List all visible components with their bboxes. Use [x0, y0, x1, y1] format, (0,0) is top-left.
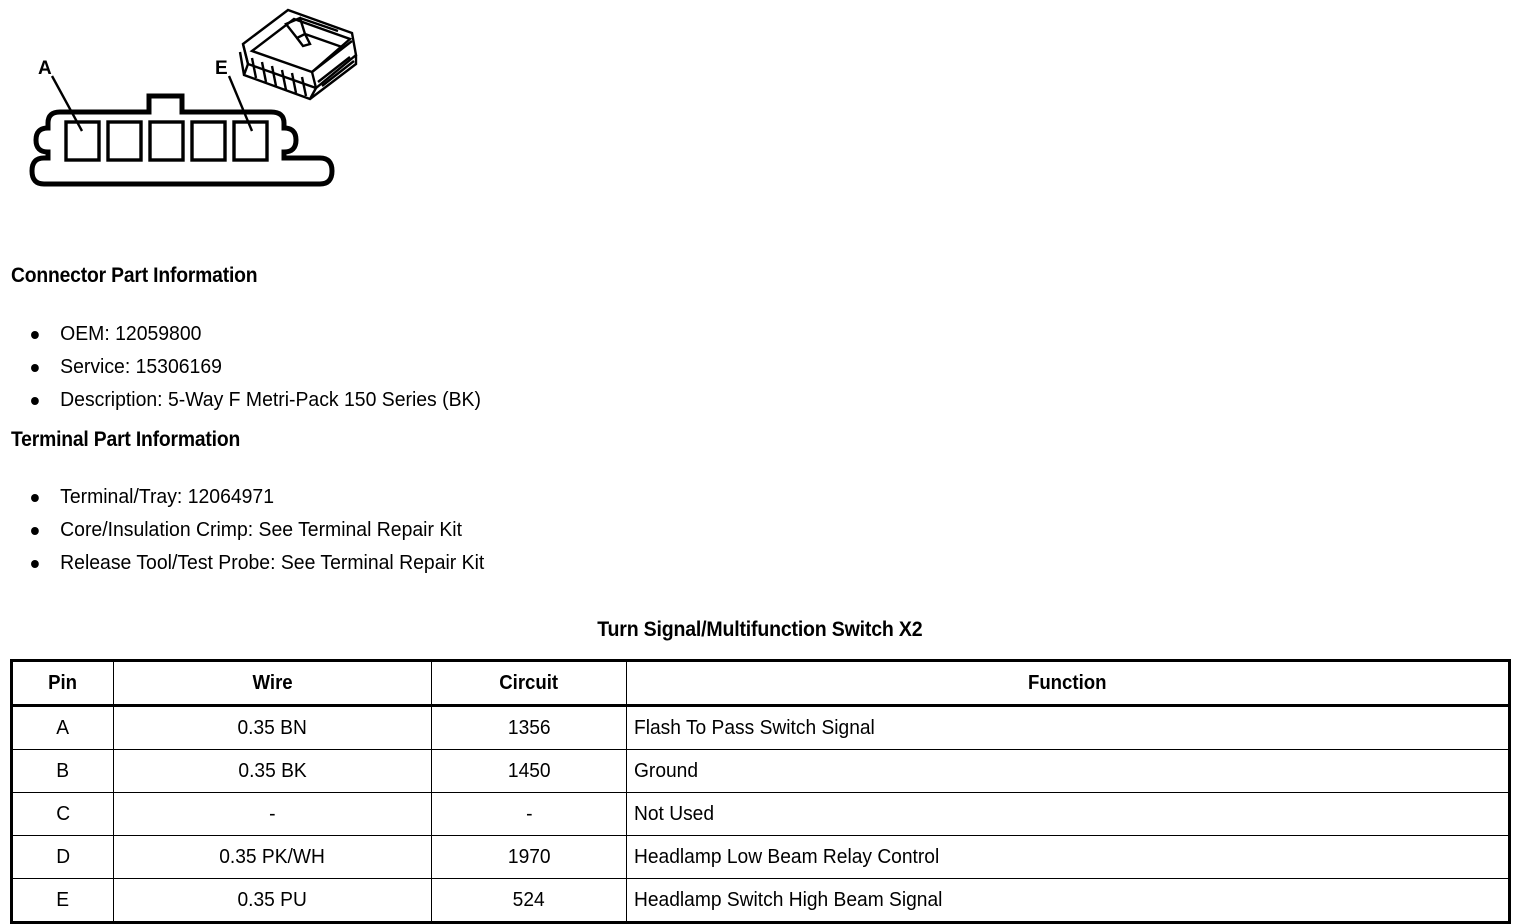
column-header-circuit-label: Circuit [499, 671, 559, 694]
column-header-function: Function [626, 660, 1510, 707]
callout-label-a: A [38, 58, 52, 79]
terminal-part-information-list: Terminal/Tray: 12064971 Core/Insulation … [0, 481, 499, 580]
isometric-connector-icon [238, 8, 358, 101]
pinout-table-title: Turn Signal/Multifunction Switch X2 [0, 618, 1520, 642]
cell-wire: 0.35 BN [113, 705, 432, 750]
list-item: Release Tool/Test Probe: See Terminal Re… [0, 547, 484, 580]
pinout-table-container: Pin Wire Circuit Function A 0.35 BN 1356… [10, 659, 1511, 924]
cell-wire: - [113, 792, 432, 836]
table-row: B 0.35 BK 1450 Ground [11, 749, 1510, 793]
column-header-function-label: Function [1028, 671, 1107, 694]
cell-circuit: 1450 [431, 749, 627, 793]
cell-pin: B [11, 749, 114, 793]
cell-pin: E [11, 878, 114, 923]
cell-circuit: 1356 [431, 705, 627, 750]
list-item: Service: 15306169 [0, 351, 481, 384]
bullet-icon [31, 560, 39, 568]
list-item: OEM: 12059800 [0, 318, 481, 351]
list-item-text: Description: 5-Way F Metri-Pack 150 Seri… [60, 389, 481, 411]
column-header-pin: Pin [11, 660, 114, 707]
connector-illustration: A E [0, 0, 400, 215]
pinout-table: Pin Wire Circuit Function A 0.35 BN 1356… [10, 659, 1511, 924]
column-header-pin-label: Pin [48, 671, 78, 694]
cavity-squares [64, 120, 269, 162]
cell-pin: D [11, 835, 114, 879]
list-item-text: OEM: 12059800 [60, 323, 202, 345]
cell-pin: A [11, 705, 114, 750]
column-header-wire-label: Wire [252, 671, 293, 694]
cell-function: Flash To Pass Switch Signal [626, 705, 1510, 750]
table-row: E 0.35 PU 524 Headlamp Switch High Beam … [11, 878, 1510, 923]
cell-function: Headlamp Switch High Beam Signal [626, 878, 1510, 923]
table-row: C - - Not Used [11, 792, 1510, 836]
cell-function: Not Used [626, 792, 1510, 836]
list-item-text: Core/Insulation Crimp: See Terminal Repa… [60, 519, 462, 541]
list-item: Terminal/Tray: 12064971 [0, 481, 484, 514]
callout-label-e: E [215, 58, 228, 79]
bullet-icon [31, 397, 39, 405]
connector-part-information-list: OEM: 12059800 Service: 15306169 Descript… [0, 318, 496, 417]
cell-wire: 0.35 BK [113, 749, 432, 793]
bullet-icon [31, 494, 39, 502]
cell-circuit: 524 [431, 878, 627, 923]
list-item-text: Terminal/Tray: 12064971 [60, 486, 275, 508]
pinout-table-title-text: Turn Signal/Multifunction Switch X2 [597, 618, 923, 641]
bullet-icon [31, 331, 39, 339]
connector-part-information-heading: Connector Part Information [11, 264, 258, 287]
terminal-part-information-heading: Terminal Part Information [11, 428, 241, 451]
table-row: D 0.35 PK/WH 1970 Headlamp Low Beam Rela… [11, 835, 1510, 879]
cell-wire: 0.35 PK/WH [113, 835, 432, 879]
cell-wire: 0.35 PU [113, 878, 432, 923]
table-header-row: Pin Wire Circuit Function [11, 660, 1510, 707]
list-item: Core/Insulation Crimp: See Terminal Repa… [0, 514, 484, 547]
list-item: Description: 5-Way F Metri-Pack 150 Seri… [0, 384, 481, 417]
bullet-icon [31, 527, 39, 535]
cell-function: Headlamp Low Beam Relay Control [626, 835, 1510, 879]
column-header-wire: Wire [113, 660, 432, 707]
cell-pin: C [11, 792, 114, 836]
callout-leader-a [50, 75, 84, 132]
bullet-icon [31, 364, 39, 372]
list-item-text: Release Tool/Test Probe: See Terminal Re… [60, 552, 485, 574]
column-header-circuit: Circuit [431, 660, 627, 707]
table-row: A 0.35 BN 1356 Flash To Pass Switch Sign… [11, 705, 1510, 750]
list-item-text: Service: 15306169 [60, 356, 222, 378]
cell-circuit: - [431, 792, 627, 836]
cell-circuit: 1970 [431, 835, 627, 879]
callout-leader-e [227, 75, 254, 132]
cell-function: Ground [626, 749, 1510, 793]
